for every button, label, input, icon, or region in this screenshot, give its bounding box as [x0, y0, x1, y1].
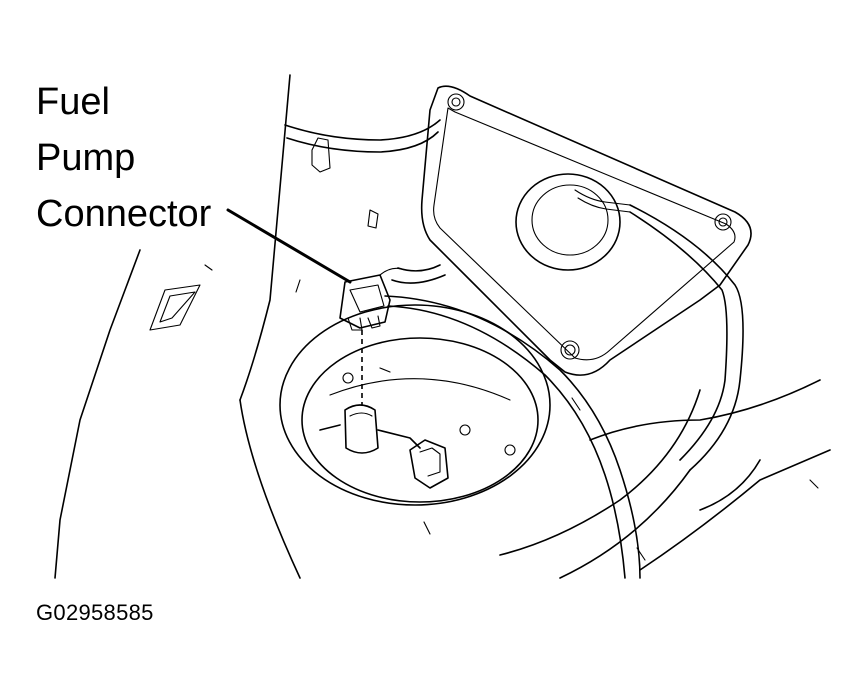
service-hole [279, 304, 551, 506]
fuel-pump-connector [339, 267, 406, 331]
callout-label: Fuel Pump Connector [36, 74, 211, 242]
floor-panel [423, 379, 831, 579]
callout-line-connector: Connector [36, 193, 212, 235]
figure-id: G02958585 [36, 600, 154, 625]
access-cover [420, 85, 752, 376]
wire-harness [284, 119, 744, 579]
callout-line-pump: Pump [36, 137, 136, 179]
callout-leader-line [226, 208, 352, 284]
callout-line-fuel: Fuel [36, 81, 110, 123]
pump-module [319, 367, 516, 489]
body-panel [54, 74, 301, 579]
